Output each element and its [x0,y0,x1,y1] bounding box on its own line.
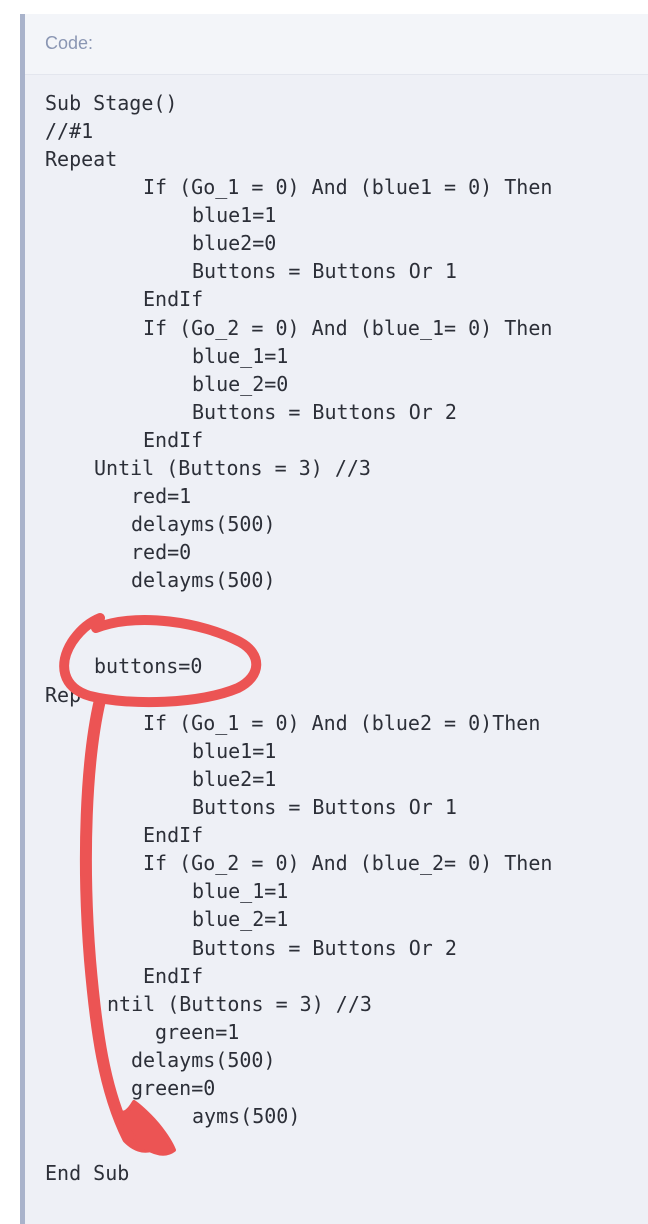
code-line: blue_1=1 [192,879,289,903]
code-block: Code: Sub Stage() //#1 Repeat If (Go_1 =… [20,14,648,1224]
code-line: If (Go_2 = 0) And (blue_2= 0) Then [143,851,553,875]
code-label: Code: [45,33,94,53]
code-line: Rep [45,683,82,707]
code-line: If (Go_2 = 0) And (blue_1= 0) Then [143,316,553,340]
code-line: green=0 [131,1076,216,1100]
code-line: Buttons = Buttons Or 1 [192,795,457,819]
code-line: blue2=0 [192,231,277,255]
code-line: blue_2=0 [192,372,289,396]
code-line: Until (Buttons = 3) //3 [94,456,371,480]
code-line: delayms(500) [131,568,276,592]
code-line: delayms(500) [131,512,276,536]
code-line: blue1=1 [192,739,277,763]
code-line: Buttons = Buttons Or 1 [192,259,457,283]
code-header: Code: [25,14,648,75]
code-line: Repeat [45,147,118,171]
code-line: EndIf [143,823,204,847]
code-line: If (Go_1 = 0) And (blue1 = 0) Then [143,175,553,199]
code-line: blue2=1 [192,767,277,791]
code-line: //#1 [45,119,94,143]
code-line: d [131,1104,144,1128]
code-line: EndIf [143,428,204,452]
code-line: Buttons = Buttons Or 2 [192,400,457,424]
code-line: ntil (Buttons = 3) //3 [107,992,372,1016]
code-line: buttons=0 [94,654,203,678]
code-line: red=0 [131,540,192,564]
code-line: blue1=1 [192,203,277,227]
code-line: green=1 [155,1020,240,1044]
code-line: Sub Stage() [45,91,178,115]
code-line: If (Go_1 = 0) And (blue2 = 0)Then [143,711,541,735]
code-line: EndIf [143,964,204,988]
code-line: blue_1=1 [192,344,289,368]
code-line: Buttons = Buttons Or 2 [192,936,457,960]
code-line: End Sub [45,1161,130,1185]
code-line: red=1 [131,484,192,508]
code-line: EndIf [143,287,204,311]
code-line: blue_2=1 [192,907,289,931]
code-line: ayms(500) [192,1104,301,1128]
code-line: delayms(500) [131,1048,276,1072]
